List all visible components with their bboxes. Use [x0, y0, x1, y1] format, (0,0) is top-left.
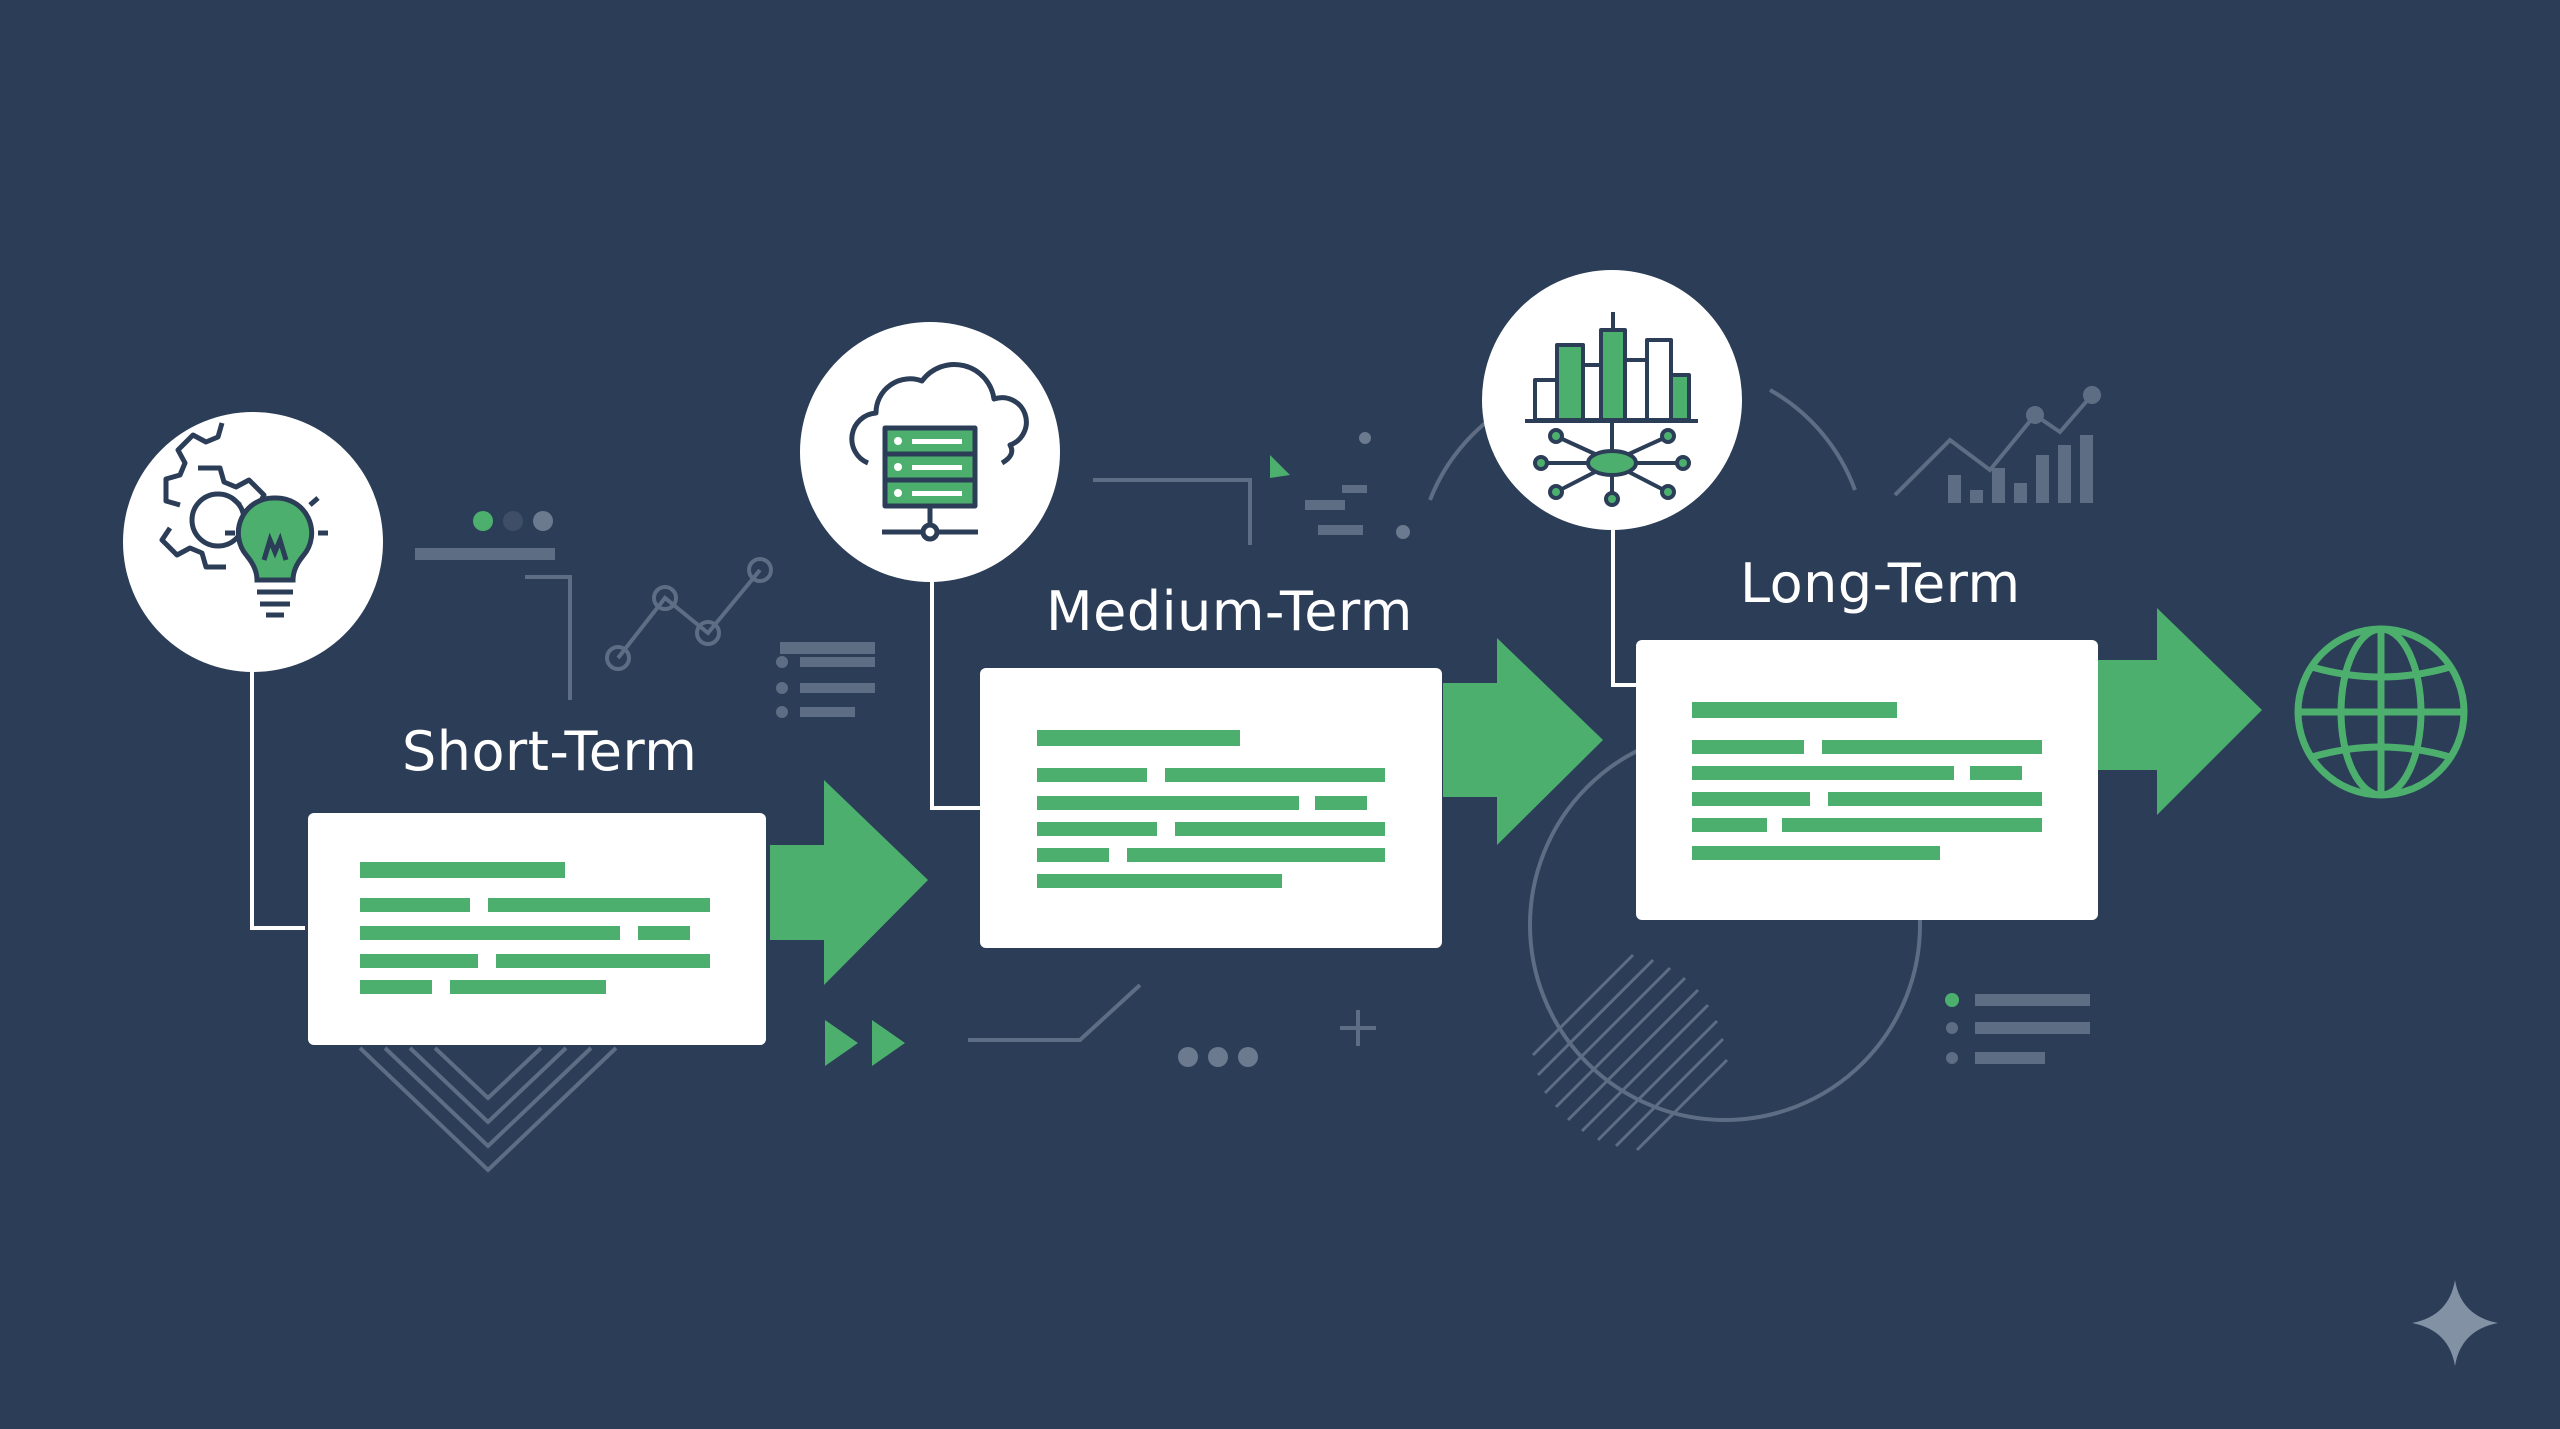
city-network-icon	[1482, 270, 1742, 530]
connector-lines	[250, 528, 1638, 930]
long-term-label: Long-Term	[1740, 552, 2021, 615]
medium-term-card	[980, 668, 1442, 948]
short-term-card	[308, 813, 766, 1045]
fast-forward-icon	[825, 1020, 858, 1066]
cloud-server-icon	[800, 322, 1060, 582]
long-term-arrow	[2098, 608, 2262, 815]
short-term-label: Short-Term	[402, 720, 698, 783]
medium-term-label: Medium-Term	[1046, 580, 1413, 643]
medium-term-connector	[930, 580, 980, 810]
long-term-connector	[1611, 528, 1638, 687]
short-term-arrow	[770, 780, 928, 985]
globe-icon	[2294, 625, 2468, 799]
short-term-connector	[250, 668, 305, 930]
gear-lightbulb-icon	[123, 412, 383, 672]
background-decorations	[358, 386, 2101, 1173]
sparkle-icon	[2412, 1280, 2498, 1366]
flow-arrows	[770, 608, 2262, 1066]
medium-term-arrow	[1443, 638, 1603, 845]
long-term-card	[1636, 640, 2098, 920]
